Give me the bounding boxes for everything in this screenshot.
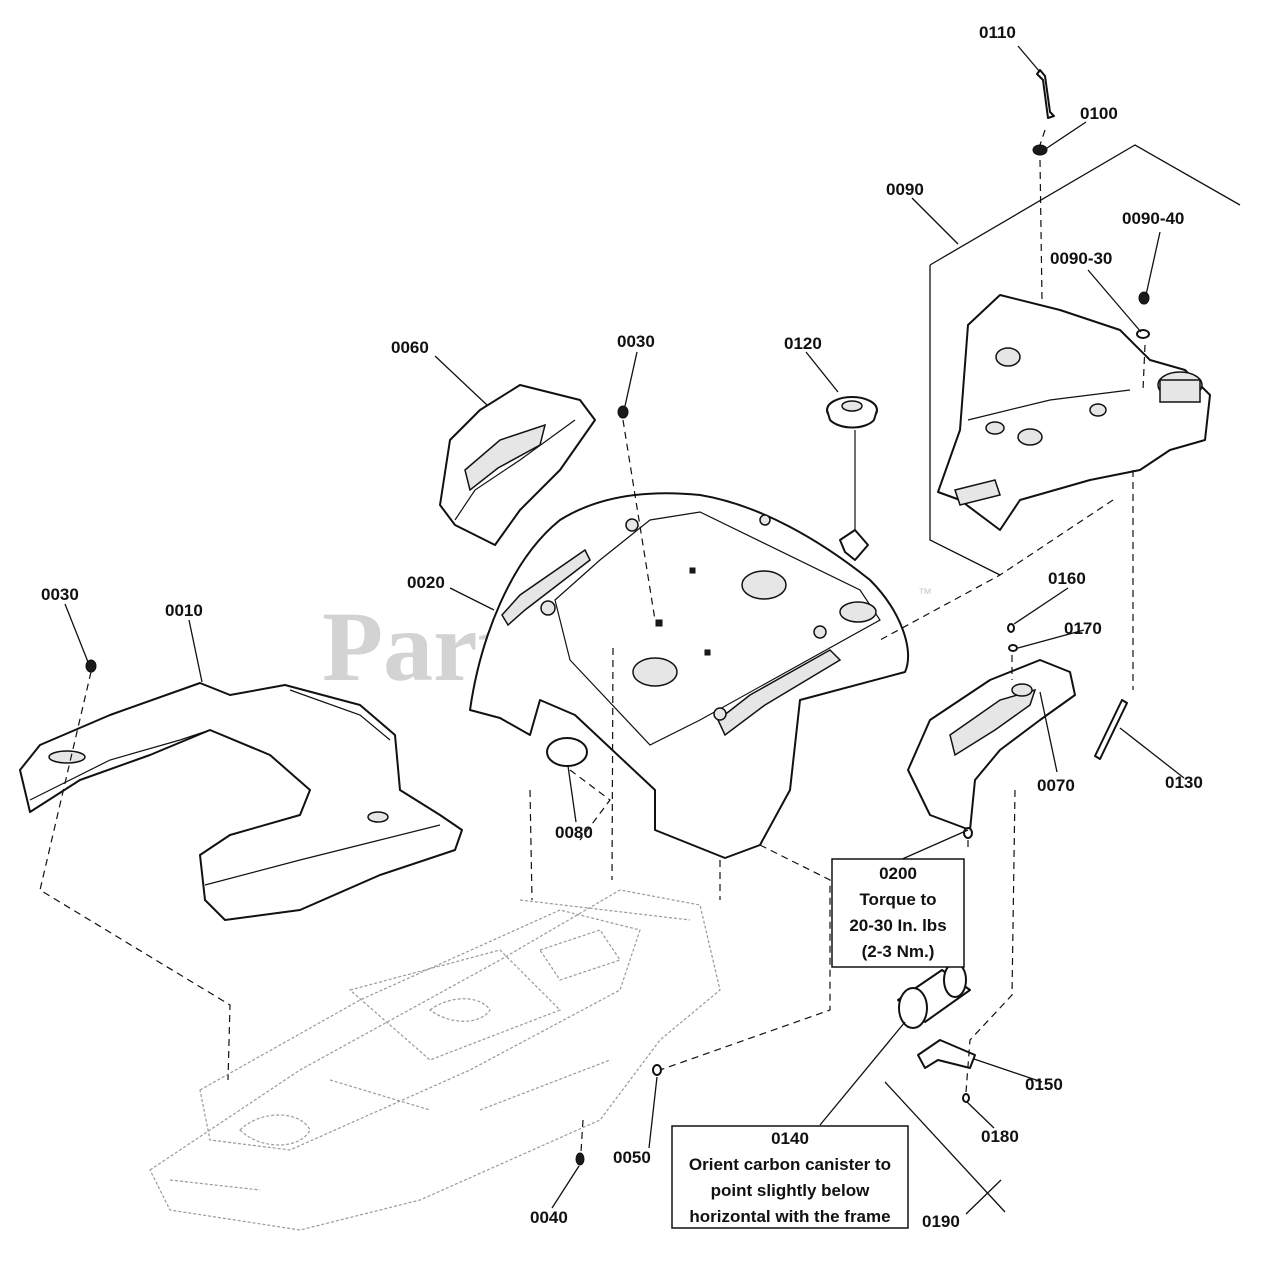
label-0190: 0190 [922, 1212, 960, 1231]
watermark-trademark: ™ [918, 585, 932, 601]
label-0040: 0040 [530, 1208, 568, 1227]
label-0030-top: 0030 [617, 332, 655, 351]
torque-note-line-1: 0200 [879, 864, 917, 883]
label-0090-40: 0090-40 [1122, 209, 1184, 228]
part-0020-body-shell [469, 492, 910, 859]
label-0050: 0050 [613, 1148, 651, 1167]
label-0180: 0180 [981, 1127, 1019, 1146]
part-0070-right-console [907, 659, 1076, 831]
bracket-0090 [929, 144, 1241, 266]
hardware [85, 69, 1150, 1213]
canister-note-line-4: horizontal with the frame [689, 1207, 890, 1226]
label-0090: 0090 [886, 180, 924, 199]
assembly-lines [39, 129, 1146, 1153]
canister-note-line-1: 0140 [771, 1129, 809, 1148]
label-0060: 0060 [391, 338, 429, 357]
callout-labels: 0110 0100 0090 0090-40 0090-30 0060 0030… [41, 23, 1203, 1231]
canister-note-line-2: Orient carbon canister to [689, 1155, 891, 1174]
part-0090-fuel-tank [937, 294, 1211, 531]
note-box-canister: 0140 Orient carbon canister to point sli… [671, 1125, 909, 1229]
part-0060-left-console [439, 384, 596, 546]
bracket-0090-side [929, 265, 1001, 576]
part-0010-front-fender [19, 682, 463, 921]
label-0020: 0020 [407, 573, 445, 592]
label-0150: 0150 [1025, 1075, 1063, 1094]
label-0120: 0120 [784, 334, 822, 353]
note-box-torque: 0200 Torque to 20-30 In. lbs (2-3 Nm.) [831, 858, 965, 968]
label-0070: 0070 [1037, 776, 1075, 795]
torque-note-line-4: (2-3 Nm.) [862, 942, 935, 961]
label-0170: 0170 [1064, 619, 1102, 638]
label-0080: 0080 [555, 823, 593, 842]
label-0100: 0100 [1080, 104, 1118, 123]
leader-lines [64, 45, 1185, 1215]
label-0030-left: 0030 [41, 585, 79, 604]
label-0010: 0010 [165, 601, 203, 620]
chassis-frame [149, 889, 721, 1231]
torque-note-line-3: 20-30 In. lbs [849, 916, 946, 935]
part-0120-fuel-cap [826, 396, 878, 561]
torque-note-line-2: Torque to [859, 890, 936, 909]
canister-note-line-3: point slightly below [711, 1181, 870, 1200]
label-0110: 0110 [979, 23, 1016, 42]
label-0160: 0160 [1048, 569, 1086, 588]
label-0130: 0130 [1165, 773, 1203, 792]
label-0090-30: 0090-30 [1050, 249, 1112, 268]
